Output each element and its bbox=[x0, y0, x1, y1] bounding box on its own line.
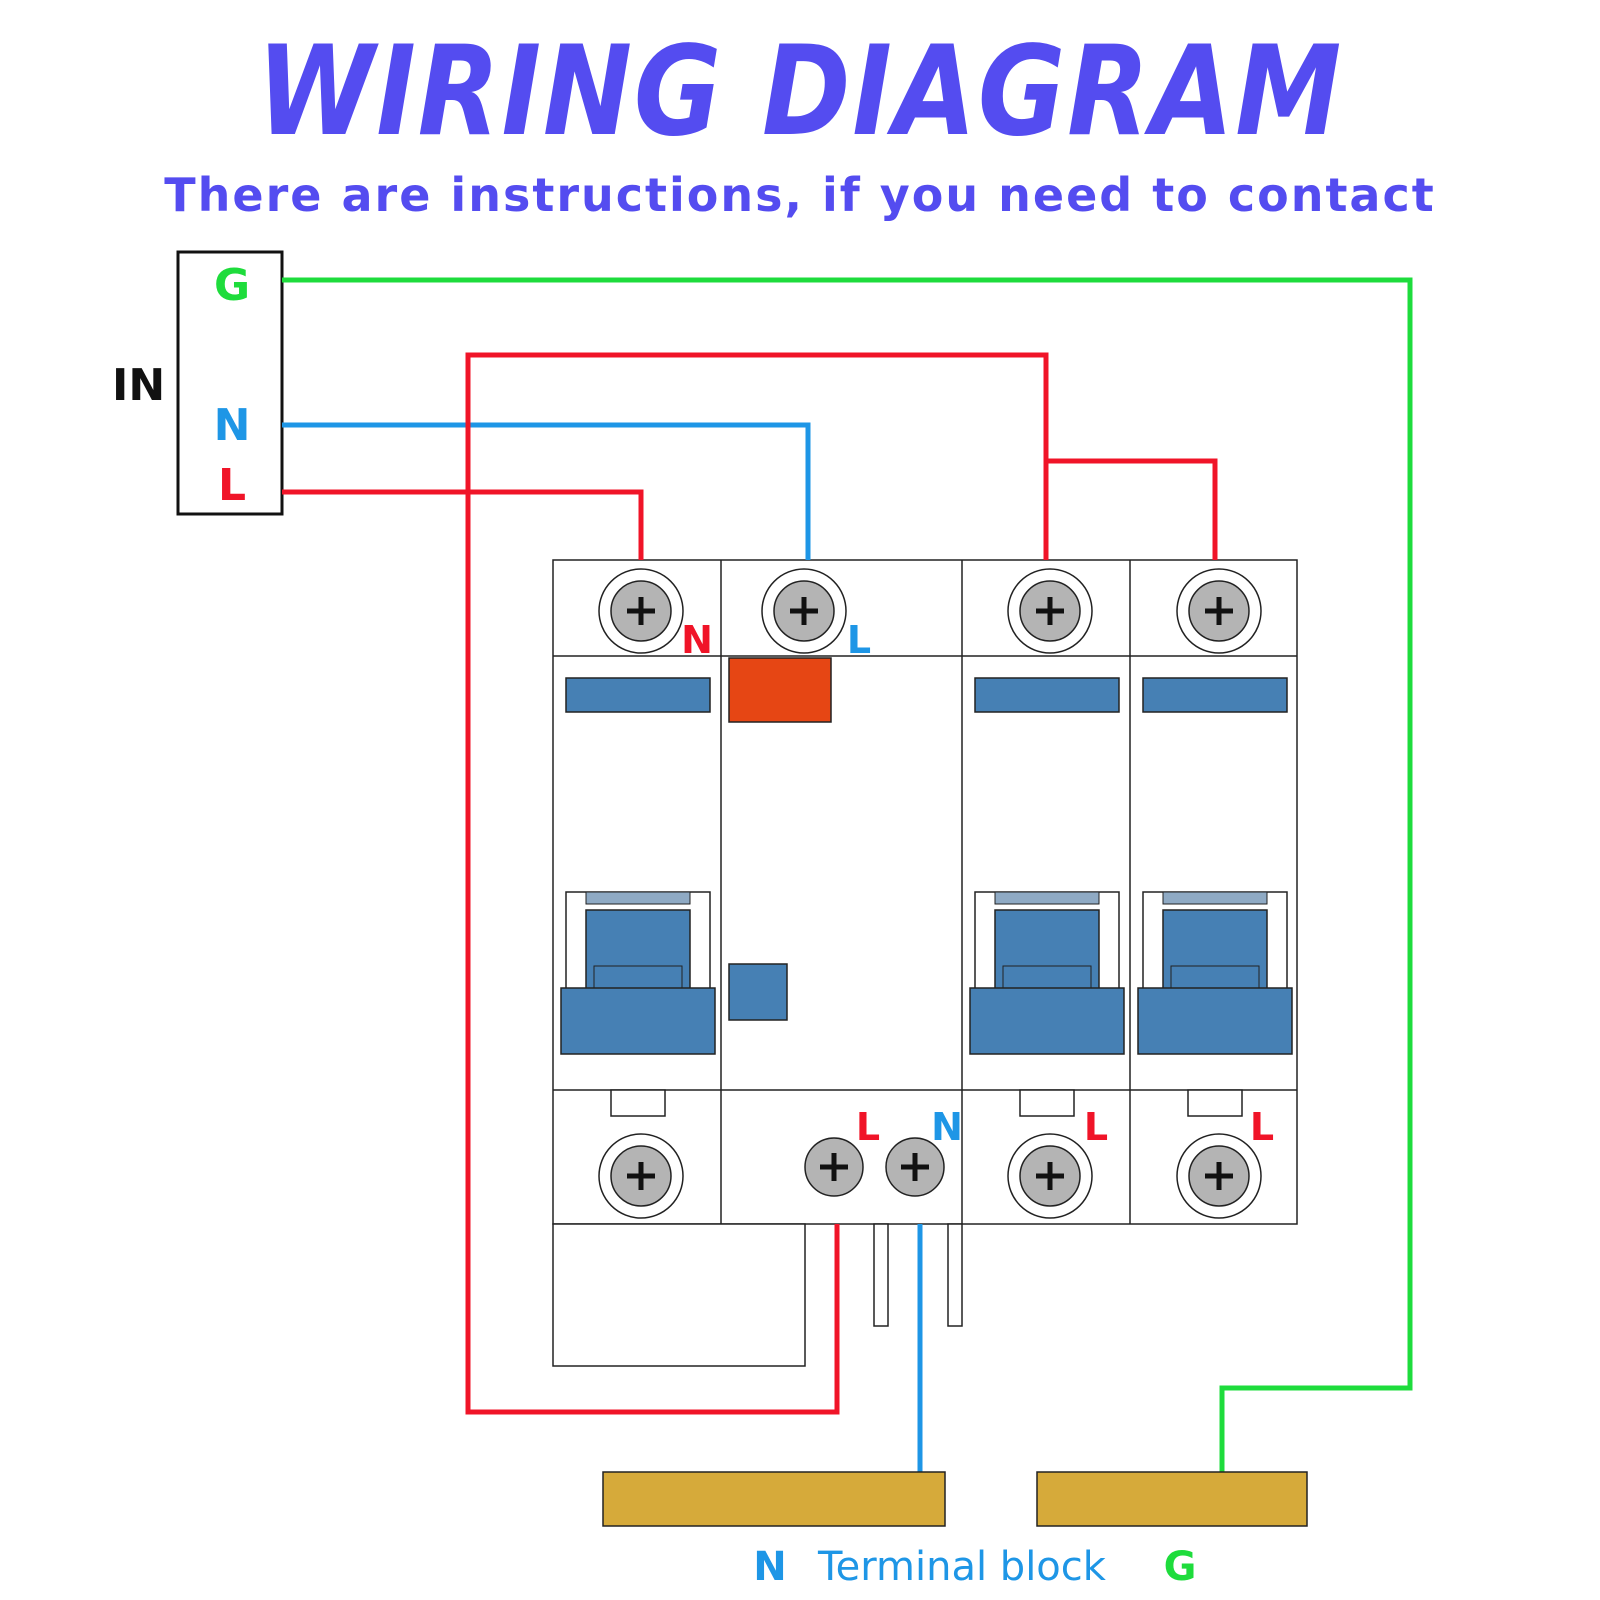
screw-terminal-icon[interactable] bbox=[885, 1137, 945, 1197]
screw-terminal-icon[interactable] bbox=[761, 568, 847, 654]
line-in-wire bbox=[282, 489, 644, 560]
breaker-toggle-3[interactable] bbox=[1137, 891, 1293, 1055]
input-box bbox=[176, 250, 284, 516]
indicator-window bbox=[1142, 677, 1288, 713]
input-l-label: L bbox=[218, 460, 246, 511]
test-button[interactable] bbox=[728, 657, 832, 723]
ground-terminal-block bbox=[1036, 1471, 1308, 1527]
breaker-bottom-l-label: L bbox=[856, 1105, 880, 1149]
page-subtitle: There are instructions, if you need to c… bbox=[164, 168, 1436, 222]
breaker-toggle-1[interactable] bbox=[560, 891, 716, 1055]
terminal-tab bbox=[1187, 1089, 1243, 1117]
screw-terminal-icon[interactable] bbox=[598, 1133, 684, 1219]
terminal-g-label: G bbox=[1164, 1544, 1197, 1590]
terminal-tab bbox=[610, 1089, 666, 1117]
mcb2-l-label: L bbox=[1084, 1105, 1108, 1149]
screw-terminal-icon[interactable] bbox=[1007, 1133, 1093, 1219]
screw-terminal-icon[interactable] bbox=[804, 1137, 864, 1197]
neutral-in-wire bbox=[282, 422, 811, 560]
screw-terminal-icon[interactable] bbox=[1007, 568, 1093, 654]
breaker-top-n-label: N bbox=[681, 618, 713, 662]
page-title: WIRING DIAGRAM bbox=[256, 20, 1344, 164]
breaker-bottom-n-label: N bbox=[931, 1105, 963, 1149]
screw-terminal-icon[interactable] bbox=[1176, 1133, 1262, 1219]
terminal-n-label: N bbox=[753, 1544, 786, 1590]
breaker-toggle-2[interactable] bbox=[969, 891, 1125, 1055]
reset-indicator bbox=[728, 963, 788, 1021]
terminal-tab bbox=[1019, 1089, 1075, 1117]
mcb3-l-label: L bbox=[1250, 1105, 1274, 1149]
ground-wire bbox=[282, 277, 1413, 1472]
terminal-block-label: Terminal block bbox=[817, 1544, 1107, 1590]
line-branch-wire bbox=[1046, 458, 1218, 560]
input-label: IN bbox=[112, 360, 165, 411]
indicator-window bbox=[974, 677, 1120, 713]
neutral-terminal-block bbox=[602, 1471, 946, 1527]
line-loop-wire bbox=[465, 352, 1049, 1415]
indicator-window bbox=[565, 677, 711, 713]
screw-terminal-icon[interactable] bbox=[1176, 568, 1262, 654]
breaker-top-l-label: L bbox=[847, 618, 871, 662]
input-g-label: G bbox=[214, 260, 250, 311]
screw-terminal-icon[interactable] bbox=[598, 568, 684, 654]
input-n-label: N bbox=[214, 400, 251, 451]
